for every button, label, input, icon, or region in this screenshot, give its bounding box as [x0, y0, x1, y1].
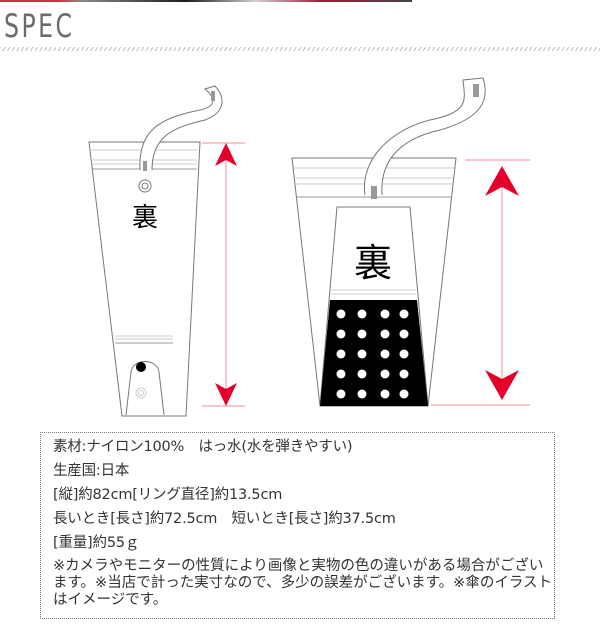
- spec-dimensions: [縦]約82cm[リング直径]約13.5cm: [53, 487, 283, 503]
- spec-weight: [重量]約55ｇ: [53, 535, 140, 551]
- spec-lengths: 長いとき[長さ]約72.5cm 短いとき[長さ]約37.5cm: [53, 511, 396, 527]
- right-back-label: 裏: [354, 241, 392, 285]
- left-back-label: 裏: [132, 203, 158, 233]
- long-length-arrow: [202, 142, 245, 407]
- hatched-divider: [0, 47, 600, 51]
- spec-box: 素材:ナイロン100% はっ水(水を弾きやすい) 生産国:日本 [縦]約82cm…: [40, 432, 555, 619]
- spec-disclaimer: ※カメラやモニターの性質により画像と実物の色の違いがある場合がございます。※当店…: [53, 558, 553, 608]
- long-state-illustration: [88, 85, 223, 417]
- spec-material: 素材:ナイロン100% はっ水(水を弾きやすい): [53, 439, 353, 455]
- water-drain-holes: [336, 309, 409, 399]
- short-length-arrow: [431, 159, 530, 406]
- spec-origin: 生産国:日本: [53, 463, 130, 479]
- top-accent-bar: [0, 0, 412, 2]
- umbrella-cover-illustration: 裏 裏: [88, 77, 530, 417]
- short-state-illustration: [291, 77, 486, 407]
- page-title: SPEC: [4, 7, 75, 45]
